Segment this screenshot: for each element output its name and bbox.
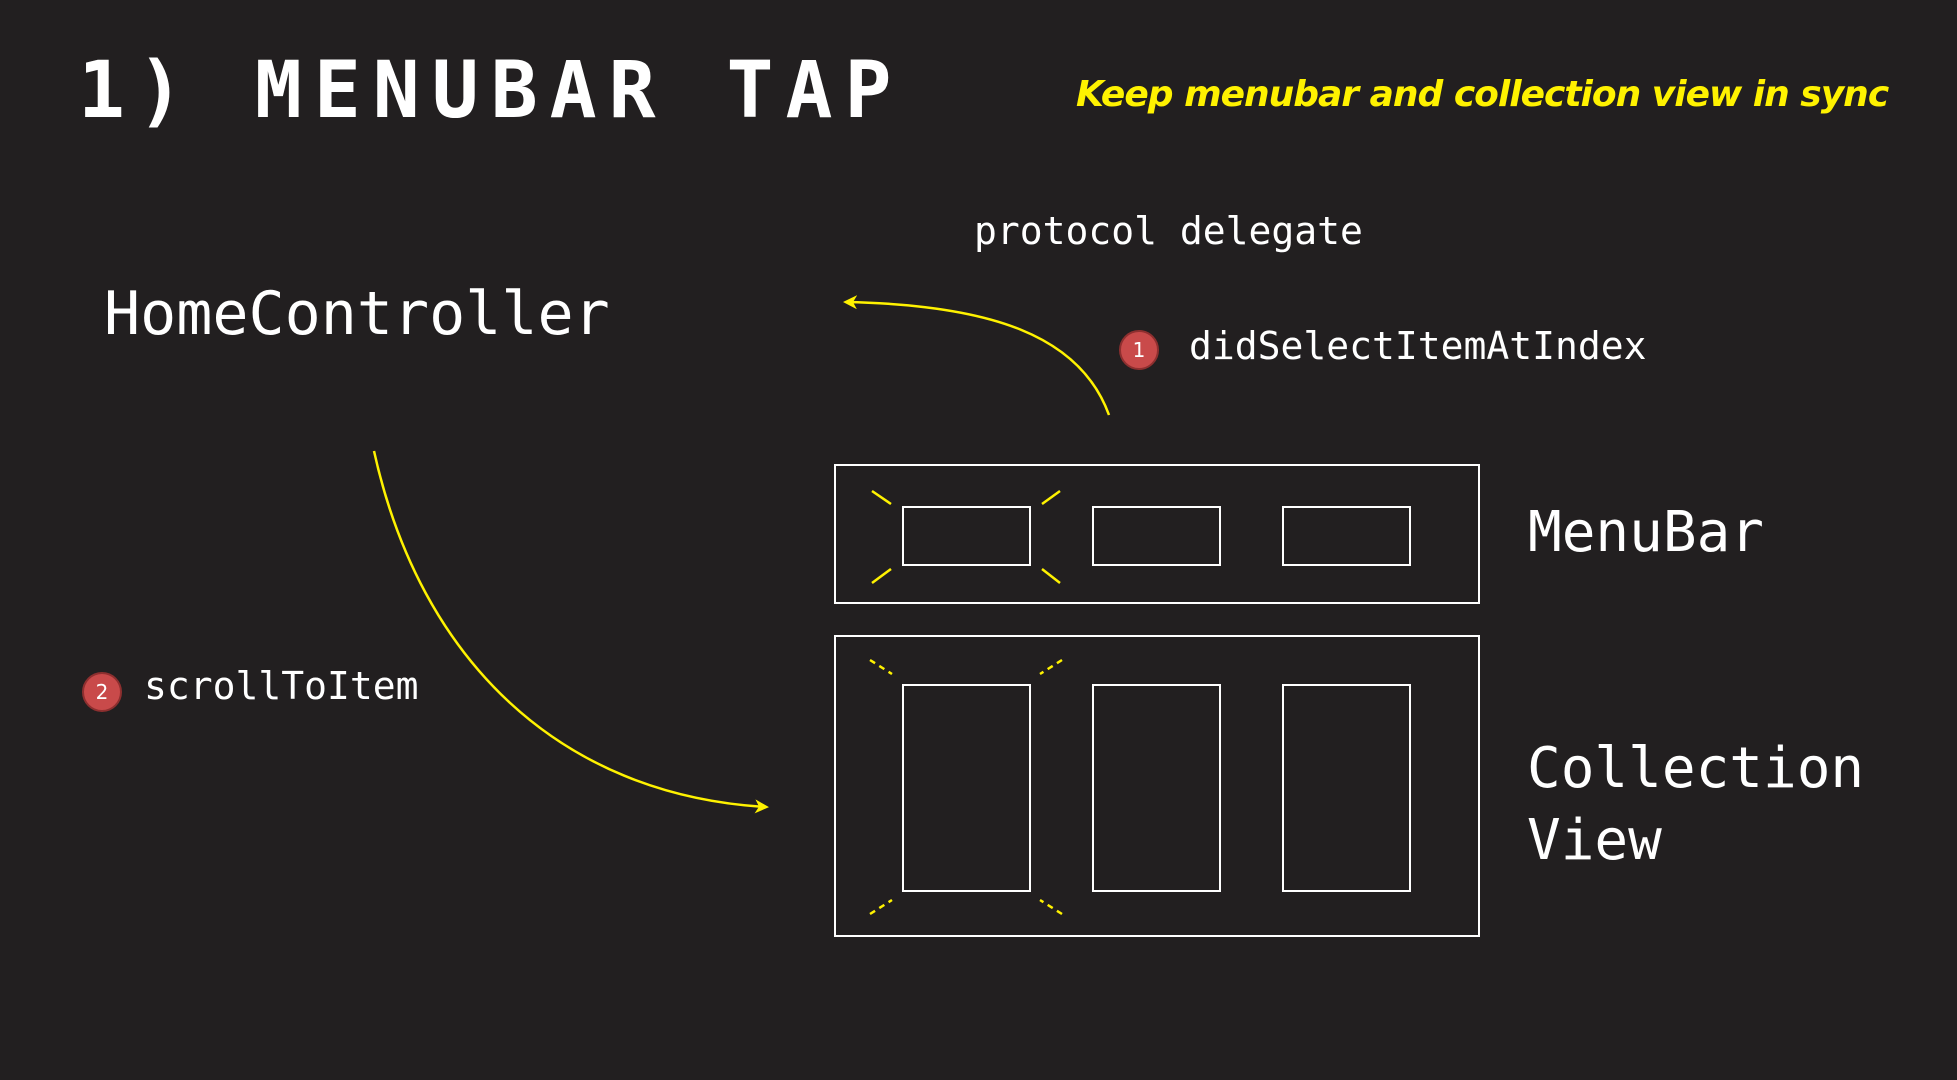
slide-subtitle: Keep menubar and collection view in sync	[1076, 74, 1889, 115]
collection-selection-rays	[869, 658, 1063, 916]
menubar-item-1	[902, 506, 1031, 566]
step-2-badge: 2	[82, 672, 122, 712]
step-2-label: scrollToItem	[144, 664, 419, 708]
step-1-badge: 1	[1119, 330, 1159, 370]
menubar-label: MenuBar	[1528, 500, 1765, 565]
home-controller-label: HomeController	[104, 279, 610, 349]
collection-cell-3	[1282, 684, 1411, 892]
collection-view-label: Collection View	[1527, 736, 1865, 873]
collection-view-frame	[834, 635, 1480, 937]
delegate-arrow	[843, 295, 1111, 416]
scroll-arrow	[372, 450, 769, 814]
collection-cell-2	[1092, 684, 1221, 892]
menubar-selection-rays	[871, 489, 1061, 585]
menubar-item-2	[1092, 506, 1221, 566]
menubar-item-3	[1282, 506, 1411, 566]
slide-title: 1) MENUBAR TAP	[78, 46, 904, 136]
protocol-delegate-label: protocol delegate	[974, 209, 1363, 253]
step-1-label: didSelectItemAtIndex	[1189, 324, 1647, 368]
menubar-frame	[834, 464, 1480, 604]
collection-cell-1	[902, 684, 1031, 892]
